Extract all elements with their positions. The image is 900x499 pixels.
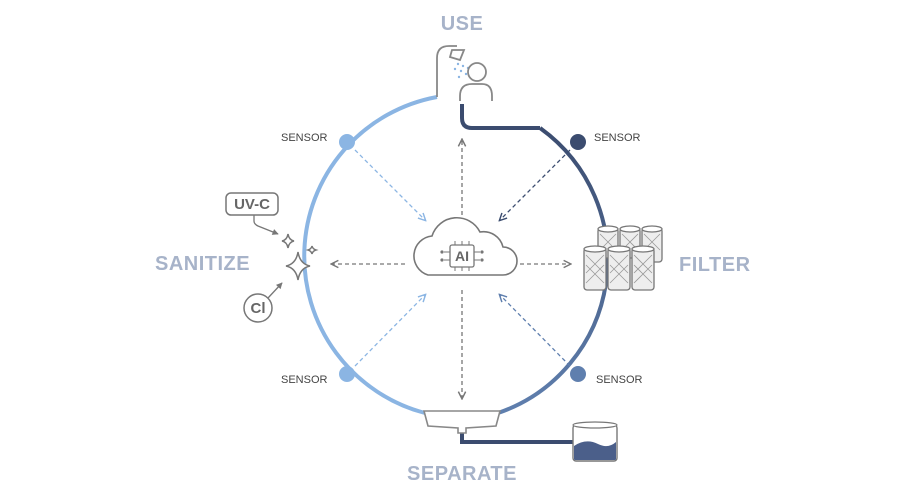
sensor-label: SENSOR [281, 132, 328, 144]
sensor-label: SENSOR [596, 374, 643, 386]
person-icon [459, 62, 493, 101]
tank-pipe [460, 430, 574, 444]
sanitize-stage: SANITIZE UV-C Cl [155, 192, 319, 323]
ai-cloud-icon: AI [413, 216, 518, 276]
tank-icon [572, 421, 618, 462]
circuit-dots [440, 250, 484, 262]
sensor-top-left: SENSOR [281, 132, 355, 150]
chlorine-label: Cl [251, 300, 266, 317]
use-stage: USE [436, 13, 493, 101]
stage-label-sanitize: SANITIZE [155, 253, 250, 275]
chlorine-arrow [267, 282, 283, 299]
water-drops [453, 62, 470, 79]
shower-icon [436, 45, 466, 97]
drain-pipe [460, 104, 540, 130]
stage-label-use: USE [441, 13, 484, 35]
chip-pins [444, 241, 480, 271]
separate-stage: SEPARATE [407, 410, 618, 485]
sensor-arrow-top-left [354, 149, 425, 220]
sensor-label: SENSOR [281, 374, 328, 386]
sensor-top-right: SENSOR [570, 132, 641, 150]
sensor-bottom-left: SENSOR [281, 366, 355, 386]
cycle-ring [302, 95, 610, 444]
chlorine-badge: Cl [243, 293, 273, 323]
ring-arc-left [302, 95, 438, 415]
sensor-arrows [354, 149, 571, 367]
sparkle-icon [281, 233, 319, 281]
uvc-label: UV-C [234, 196, 270, 213]
sensor-arrow-bottom-right [500, 295, 571, 367]
filter-cartridges-icon [583, 225, 663, 291]
stage-label-separate: SEPARATE [407, 463, 517, 485]
sensor-arrow-top-right [500, 149, 571, 220]
separator-icon [422, 410, 502, 434]
stage-label-filter: FILTER [679, 254, 751, 276]
filter-stage: FILTER [583, 225, 751, 291]
sensor-label: SENSOR [594, 132, 641, 144]
sensor-arrow-bottom-left [354, 295, 425, 367]
sensor-bottom-right: SENSOR [570, 366, 643, 386]
uvc-arrow [253, 215, 279, 235]
uvc-badge: UV-C [225, 192, 279, 216]
ai-label: AI [455, 248, 469, 264]
ai-arrows [332, 140, 570, 398]
